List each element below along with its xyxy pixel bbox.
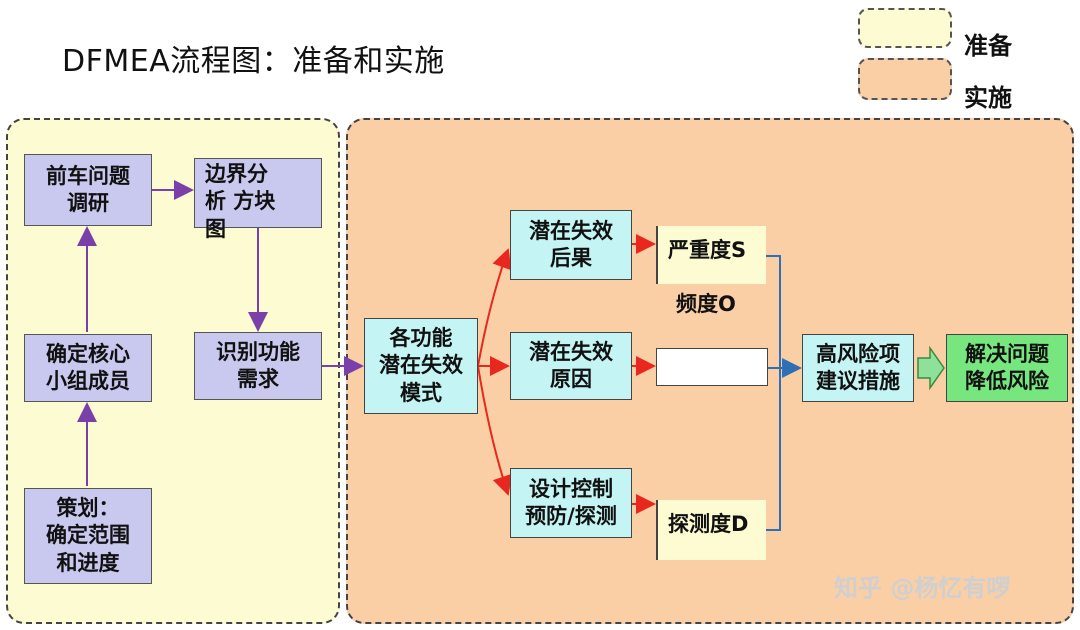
box-failure-effects: 潜在失效 后果 — [510, 210, 632, 280]
box-design-controls: 设计控制 预防/探测 — [510, 468, 632, 538]
box-failure-causes: 潜在失效 原因 — [510, 332, 632, 400]
legend-swatch-impl — [858, 58, 952, 100]
box-core-team: 确定核心 小组成员 — [24, 334, 152, 402]
box-function-requirements: 识别功能 需求 — [194, 332, 322, 400]
detection-left-border — [656, 500, 658, 560]
severity-left-border — [656, 226, 658, 284]
arrow-modes-to-effects — [477, 248, 512, 367]
watermark: 知乎 @杨忆有啰 — [834, 574, 1011, 602]
box-solve-reduce-risk: 解决问题 降低风险 — [946, 334, 1068, 402]
box-severity: 严重度S — [656, 226, 766, 284]
legend-swatch-prep — [858, 8, 952, 48]
arrow-modes-to-controls — [477, 365, 512, 496]
connector-detection — [766, 368, 781, 531]
legend-label-prep: 准备 — [964, 32, 1012, 60]
connector-severity — [766, 255, 781, 368]
block-arrow-to-solve — [917, 345, 945, 391]
box-occurrence-blank — [656, 348, 768, 386]
box-failure-modes: 各功能 潜在失效 模式 — [364, 318, 478, 414]
diagram-title: DFMEA流程图：准备和实施 — [62, 44, 445, 79]
severity-label: 严重度S — [668, 238, 747, 262]
box-planning: 策划： 确定范围 和进度 — [24, 488, 152, 584]
occurrence-label: 频度O — [676, 292, 736, 316]
box-detection: 探测度D — [656, 500, 766, 560]
box-boundary-diagram: 边界分 析 方块 图 — [194, 158, 322, 241]
legend-label-impl: 实施 — [964, 84, 1012, 112]
box-high-risk-actions: 高风险项 建议措施 — [802, 334, 914, 402]
box-prev-car-research: 前车问题 调研 — [24, 154, 152, 226]
detection-label: 探测度D — [668, 512, 749, 536]
